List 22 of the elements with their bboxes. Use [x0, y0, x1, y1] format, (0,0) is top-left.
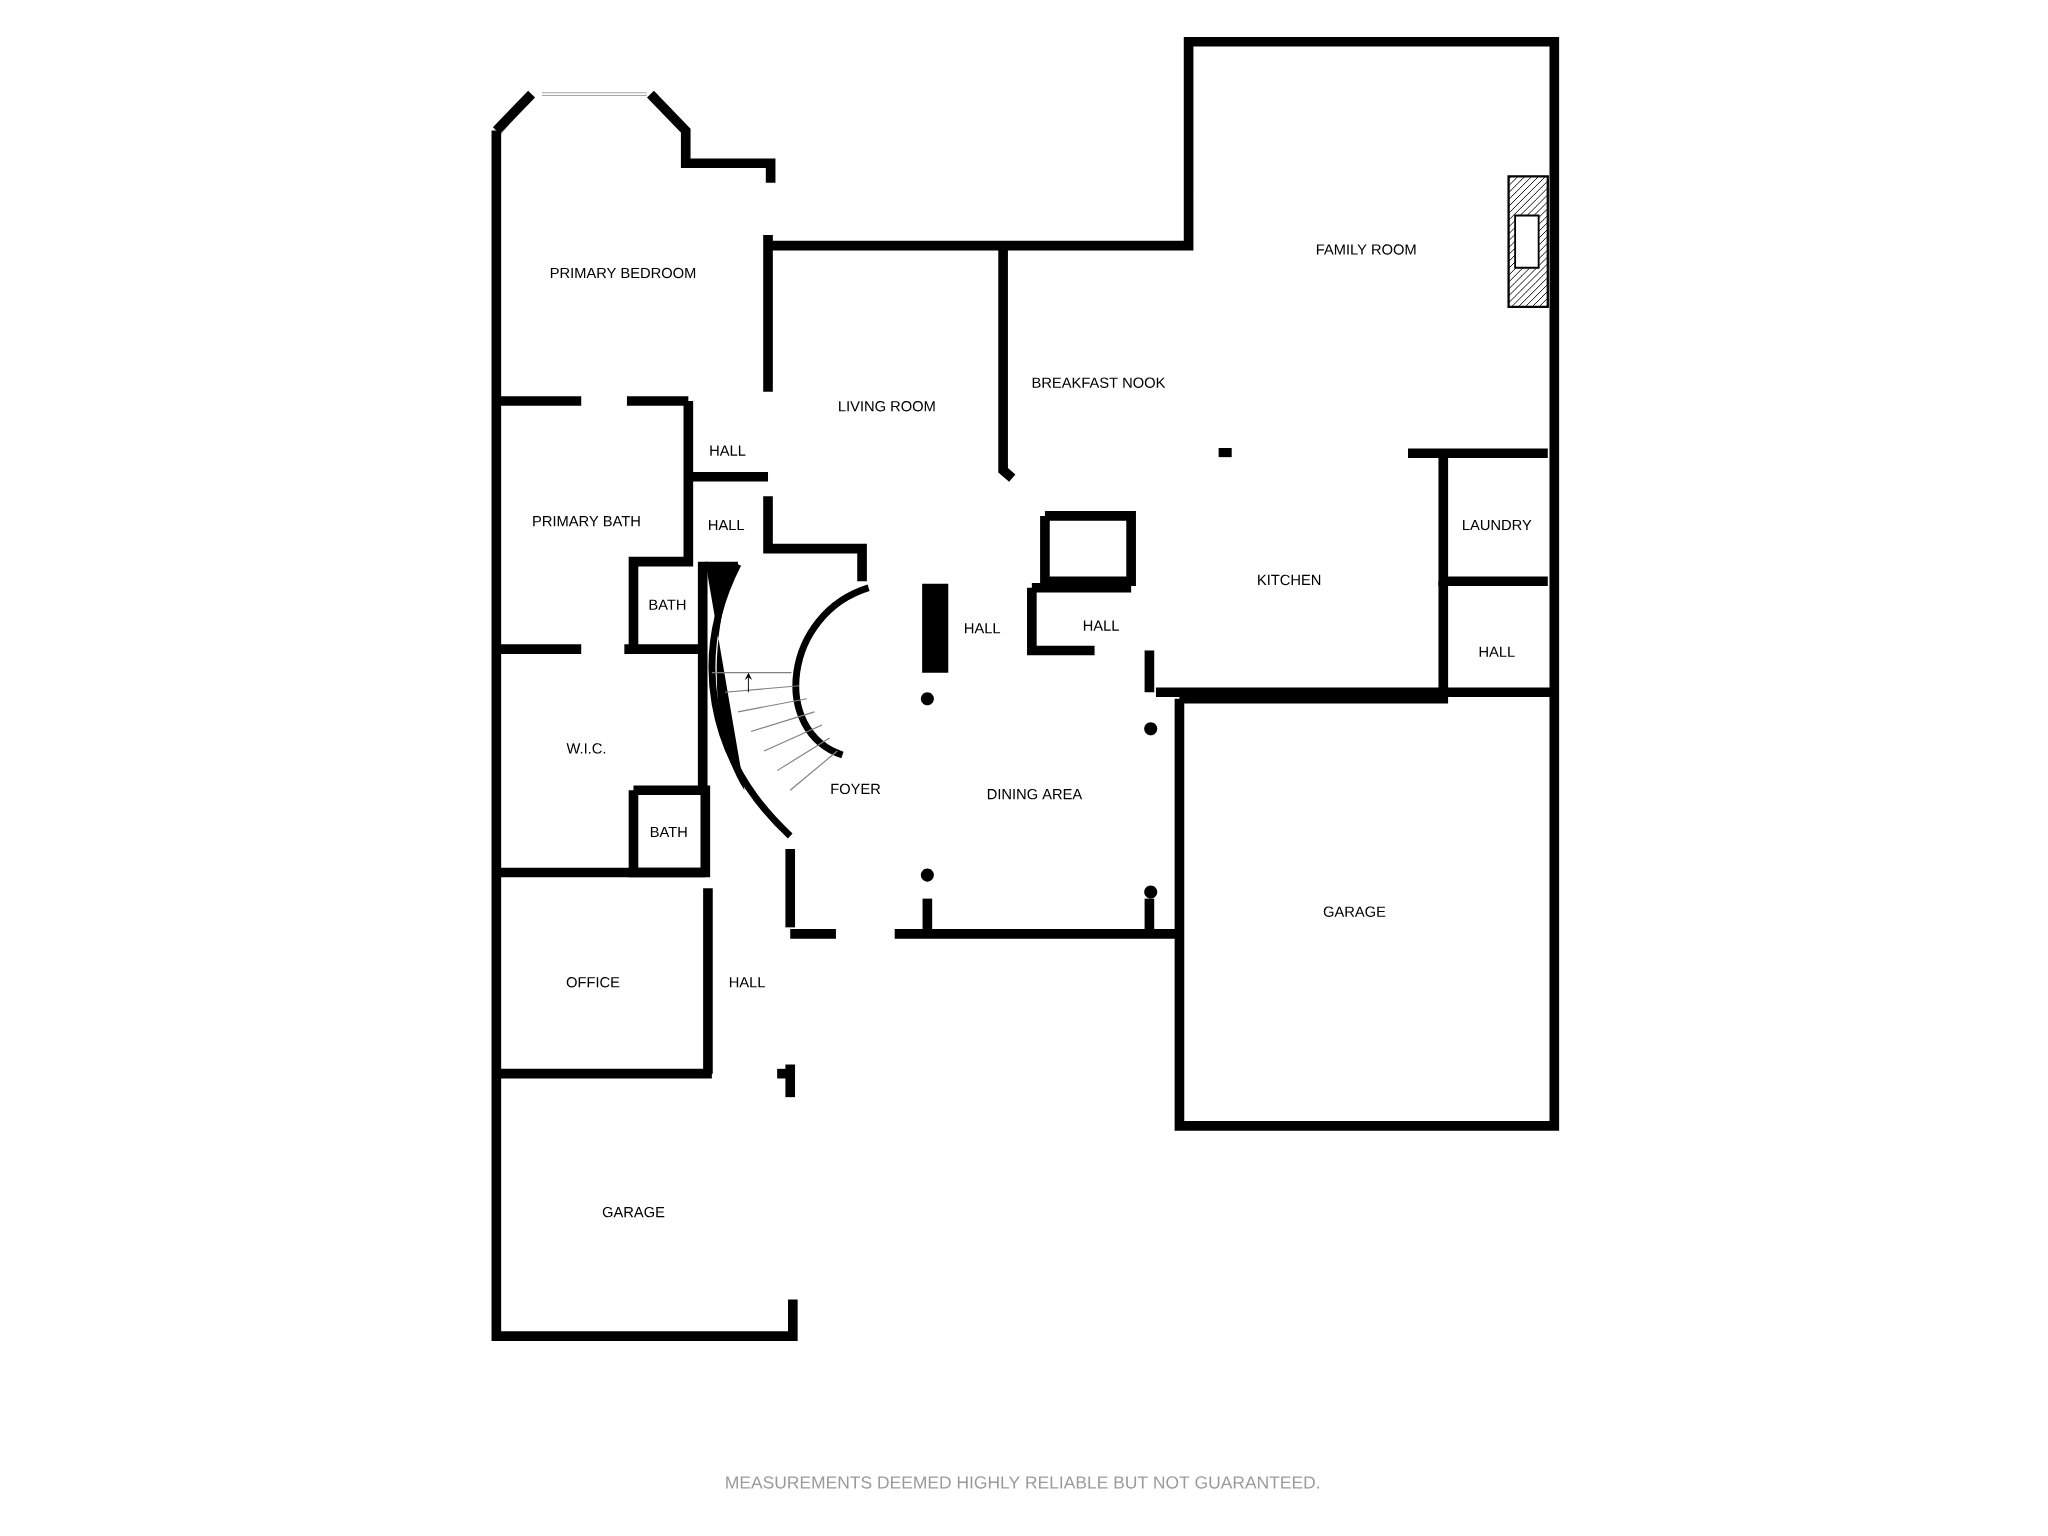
- room-label: W.I.C.: [566, 743, 606, 754]
- room-label: PRIMARY BEDROOM: [550, 267, 696, 279]
- room-label: LIVING ROOM: [839, 401, 935, 412]
- room-label: BATH: [650, 826, 687, 838]
- room-label: HALL: [709, 520, 745, 531]
- room-label: HALL: [710, 445, 746, 456]
- room-label: BREAKFAST NOOK: [1032, 377, 1166, 388]
- room-label: FOYER: [831, 783, 881, 795]
- disclaimer-text: MEASUREMENTS DEEMED HIGHLY RELIABLE BUT NOT GUARANTEED.: [726, 1476, 1319, 1489]
- room-label: BATH: [649, 599, 686, 610]
- room-label: GARAGE: [1323, 906, 1386, 917]
- room-label: LAUNDRY: [1463, 519, 1532, 531]
- room-label: PRIMARY BATH: [533, 516, 640, 527]
- room-label: OFFICE: [566, 977, 620, 988]
- room-label: FAMILY ROOM: [1316, 244, 1416, 255]
- room-label: GARAGE: [602, 1206, 665, 1218]
- room-label: HALL: [965, 623, 1001, 634]
- room-label: HALL: [1479, 646, 1515, 657]
- room-label: HALL: [1083, 620, 1119, 631]
- room-label: DINING AREA: [987, 788, 1083, 800]
- room-label: KITCHEN: [1258, 574, 1321, 586]
- room-label: HALL: [729, 977, 765, 988]
